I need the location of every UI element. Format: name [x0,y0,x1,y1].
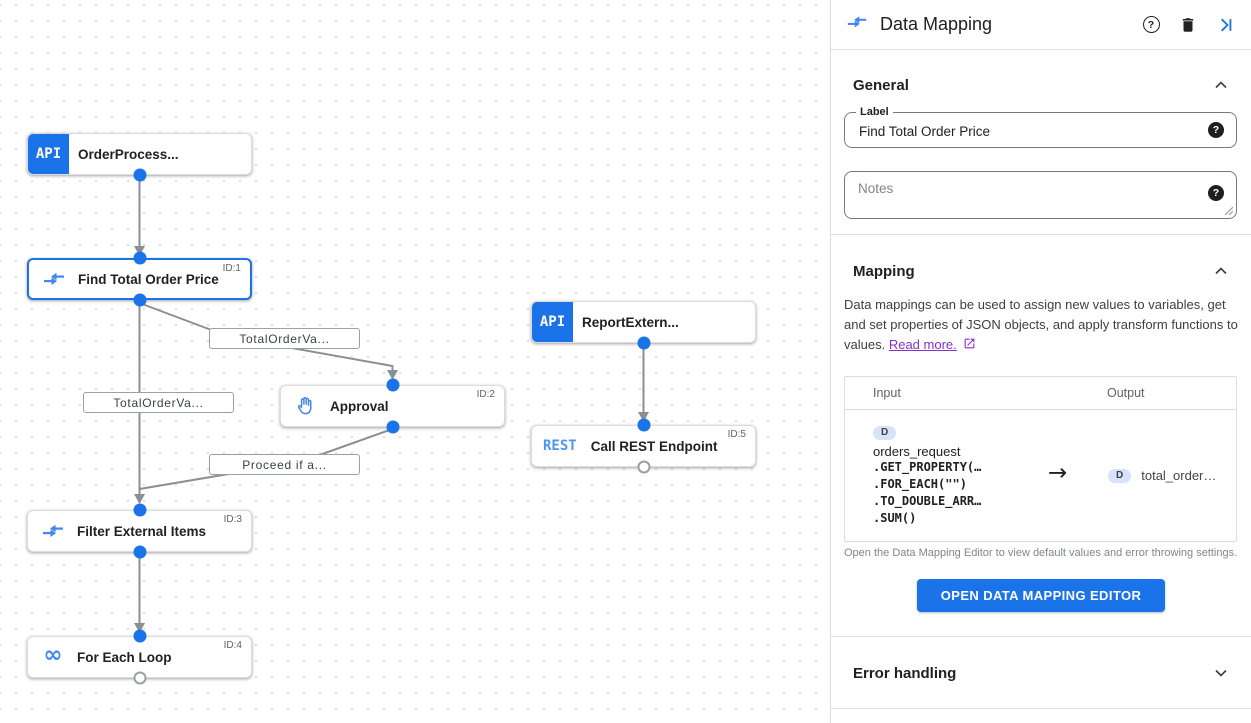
node-title: Approval [330,398,389,414]
output-column-header: Output [1107,386,1145,400]
data-mapping-icon [846,11,868,38]
workflow-canvas[interactable]: API OrderProcess... Find Total Order Pri… [0,0,830,723]
help-filled-icon[interactable]: ? [1208,122,1224,138]
node-id-badge: ID:2 [476,389,495,400]
panel-title: Data Mapping [880,14,993,34]
transform-function: .SUM() [873,511,917,525]
node-filter-external-items[interactable]: Filter External Items ID:3 [27,510,252,552]
delete-task-button[interactable] [1178,15,1198,35]
connection-port[interactable] [133,503,146,517]
node-for-each-loop[interactable]: ∞ For Each Loop ID:4 [27,636,252,678]
connection-port[interactable] [386,378,399,392]
output-variable-cell: D total_order… [1108,468,1216,483]
section-title: Mapping [853,262,915,280]
for-each-loop-icon: ∞ [43,642,63,668]
approval-hand-icon [294,394,318,418]
label-field-container: Label ? [844,106,1237,148]
api-trigger-badge: API [28,134,69,174]
transform-function: .FOR_EACH("") [873,477,967,491]
section-title: Error handling [853,664,957,682]
data-mapping-icon [41,519,65,543]
notes-textarea[interactable] [845,172,1236,218]
mapping-caption: Open the Data Mapping Editor to view def… [844,547,1238,559]
workflow-edges [134,176,649,633]
chevron-up-icon [1215,81,1227,89]
collapse-panel-icon [1221,18,1232,31]
chevron-up-icon [1215,267,1227,275]
notes-field-container: ? [844,171,1237,219]
mapping-table-header: Input Output [845,377,1236,410]
connection-port[interactable] [133,629,146,643]
double-type-badge: D [1108,468,1132,483]
node-order-process-trigger[interactable]: API OrderProcess... [27,133,252,175]
section-title: General [853,76,909,94]
config-panel: Data Mapping ? General Label ? ? [830,0,1251,723]
collapse-panel-button[interactable] [1215,15,1235,35]
node-title: Find Total Order Price [78,271,219,287]
help-button[interactable]: ? [1141,15,1161,35]
section-general[interactable]: General [831,75,1251,95]
divider [831,708,1251,709]
divider [831,636,1251,637]
node-id-badge: ID:3 [223,514,242,525]
output-variable: total_order… [1141,468,1217,483]
connection-port[interactable] [637,418,650,432]
section-mapping[interactable]: Mapping [831,261,1251,281]
open-data-mapping-editor-button[interactable]: OPEN DATA MAPPING EDITOR [916,579,1166,612]
transform-function: .GET_PROPERTY(… [873,460,982,474]
connection-port-open[interactable] [637,460,650,474]
connection-port-open[interactable] [133,671,146,685]
connection-port[interactable] [133,293,146,307]
divider [831,234,1251,235]
input-column-header: Input [873,386,901,400]
edge-label-total-order-to-approval[interactable]: TotalOrderVa... [209,328,360,349]
node-report-extern-trigger[interactable]: API ReportExtern... [531,301,756,343]
data-mapping-icon [42,267,66,291]
mapping-preview-table: Input Output D orders_request .GET_PROPE… [844,376,1237,542]
panel-header: Data Mapping ? [831,0,1251,50]
mapping-table-row: D orders_request .GET_PROPERTY(… .FOR_EA… [845,410,1236,541]
connection-port[interactable] [133,251,146,265]
field-label: Label [856,106,893,120]
connection-port[interactable] [637,336,650,350]
help-filled-icon[interactable]: ? [1208,185,1224,201]
double-type-badge: D [873,425,897,440]
section-error-handling[interactable]: Error handling [831,663,1251,683]
api-trigger-badge: API [532,302,573,342]
transform-function: .TO_DOUBLE_ARR… [873,494,982,508]
node-title: OrderProcess... [78,146,179,162]
edge-label-proceed-if[interactable]: Proceed if a... [209,454,360,475]
mapping-description: Data mappings can be used to assign new … [844,295,1238,356]
label-input[interactable] [845,113,1236,147]
chevron-down-icon [1215,669,1227,677]
resize-handle[interactable] [1224,206,1233,215]
node-title: Filter External Items [77,523,207,539]
node-find-total-order-price[interactable]: Find Total Order Price ID:1 [27,258,252,300]
trash-icon [1182,17,1194,32]
mapping-arrow-icon: → [1048,460,1068,486]
node-approval[interactable]: Approval ID:2 [280,385,505,427]
node-title: For Each Loop [77,649,172,665]
input-variable: orders_request [873,444,961,459]
node-title: Call REST Endpoint [590,438,718,454]
node-id-badge: ID:1 [222,263,241,274]
rest-badge: REST [543,438,577,454]
node-id-badge: ID:5 [727,429,746,440]
help-icon: ? [1142,16,1160,33]
node-title: ReportExtern... [582,314,679,330]
connection-port[interactable] [133,545,146,559]
node-call-rest-endpoint[interactable]: REST Call REST Endpoint ID:5 [531,425,756,467]
node-id-badge: ID:4 [223,640,242,651]
connection-port[interactable] [133,168,146,182]
read-more-link[interactable]: Read more. [888,337,957,352]
connection-port[interactable] [386,420,399,434]
external-link-icon [963,336,976,356]
edge-label-total-order-to-filter[interactable]: TotalOrderVa... [83,392,234,413]
